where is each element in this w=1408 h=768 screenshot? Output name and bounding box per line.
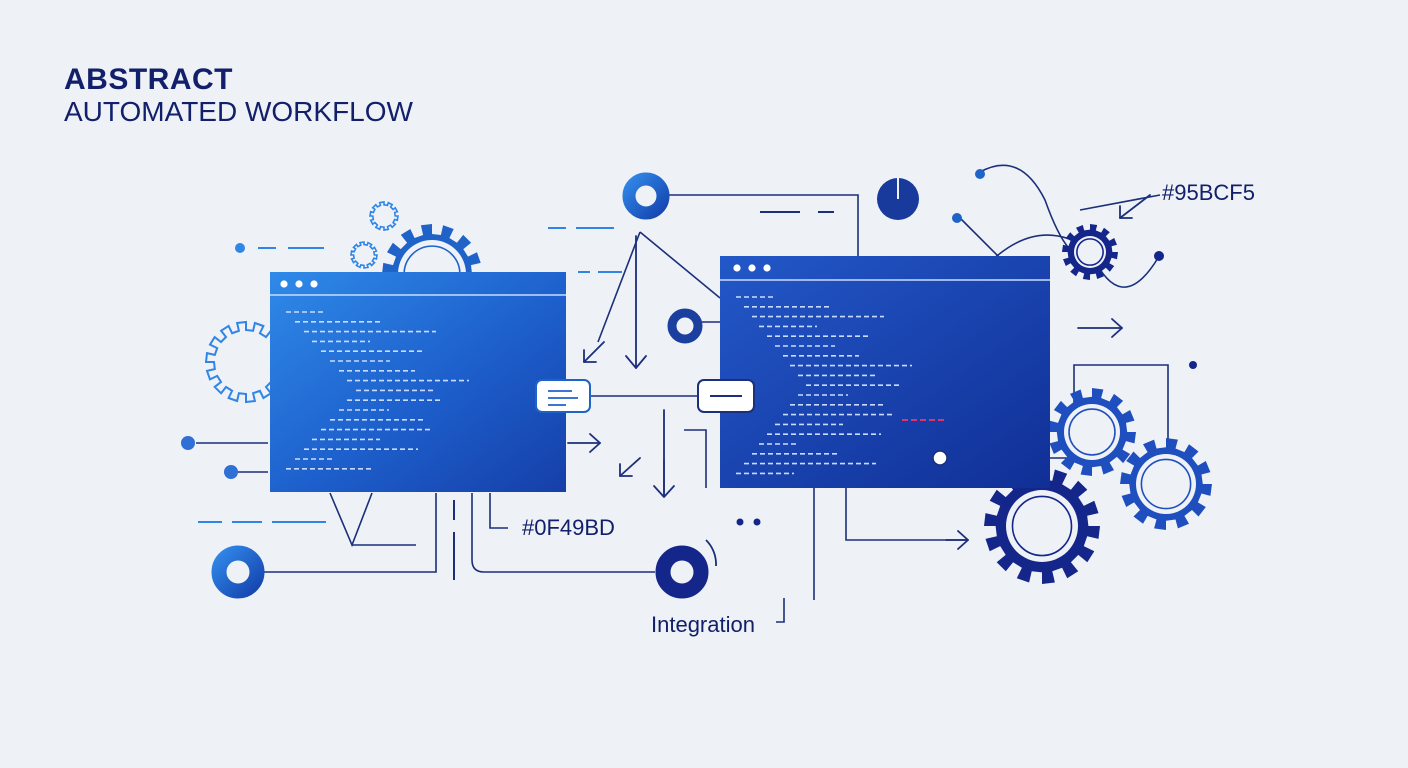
arrow-icon <box>945 530 969 550</box>
arrow-icon <box>567 433 601 453</box>
dot <box>975 169 985 179</box>
arrow-icon <box>1119 194 1151 219</box>
connector-lines <box>196 164 1169 623</box>
page-subtitle: AUTOMATED WORKFLOW <box>64 96 413 127</box>
target-ring-icon <box>667 308 703 344</box>
dot <box>932 450 948 466</box>
gear-icon <box>1062 224 1118 280</box>
code-lines <box>286 311 469 470</box>
window-panel <box>270 272 566 492</box>
connector-node-icon <box>697 379 755 413</box>
arrow-icon <box>619 457 641 477</box>
dot <box>753 518 761 526</box>
arrow-icon <box>1077 318 1123 338</box>
target-ring-icon <box>211 545 265 599</box>
pie-icon <box>877 178 919 220</box>
connector-left-ring <box>262 493 437 573</box>
dot <box>952 213 962 223</box>
header: ABSTRACT AUTOMATED WORKFLOW <box>64 64 413 128</box>
color-label-light: #95BCF5 <box>1162 180 1255 205</box>
connector-triangle <box>329 492 373 548</box>
dot <box>181 436 195 450</box>
connector-top <box>660 194 859 256</box>
dot <box>235 243 245 253</box>
arrow-icon <box>653 409 675 498</box>
target-ring-icon <box>655 539 717 599</box>
integration-label: Integration <box>651 612 755 637</box>
arrows <box>567 194 1151 550</box>
dot <box>1189 361 1197 369</box>
arrow-icon <box>583 341 605 363</box>
code-window-right <box>720 256 1050 488</box>
window-panel <box>720 256 1050 488</box>
connector-elbow <box>684 429 707 488</box>
gear-icon <box>1048 388 1136 476</box>
accent-dots <box>181 169 1197 526</box>
connector-out-right <box>845 488 966 541</box>
code-window-left <box>270 272 566 492</box>
code-lines <box>736 296 912 475</box>
connector-bottom-ring <box>471 493 655 573</box>
browser-dots-icon <box>280 280 318 288</box>
connector-integration <box>776 598 785 623</box>
connector-node-icon <box>535 379 591 413</box>
page-title: ABSTRACT <box>64 63 233 96</box>
gear-icon <box>204 320 288 404</box>
browser-dots-icon <box>733 264 771 272</box>
dash-segments-navy <box>453 211 834 580</box>
gears <box>204 201 1212 584</box>
target-ring-icon <box>622 172 670 220</box>
dot <box>224 465 238 479</box>
gear-icon <box>984 468 1100 584</box>
color-label-primary: #0F49BD <box>522 515 615 540</box>
gear-icon <box>350 241 378 269</box>
dot <box>736 518 744 526</box>
gear-icon <box>369 201 399 231</box>
dash-segments <box>198 227 622 523</box>
arrow-icon <box>625 235 647 369</box>
connector-diagonal-2 <box>597 231 641 343</box>
connector-label-primary <box>489 493 508 529</box>
connector-gear-top <box>957 215 1001 259</box>
connector-diagonal <box>639 231 721 299</box>
gear-icon <box>1120 438 1212 530</box>
dot <box>1154 251 1164 261</box>
